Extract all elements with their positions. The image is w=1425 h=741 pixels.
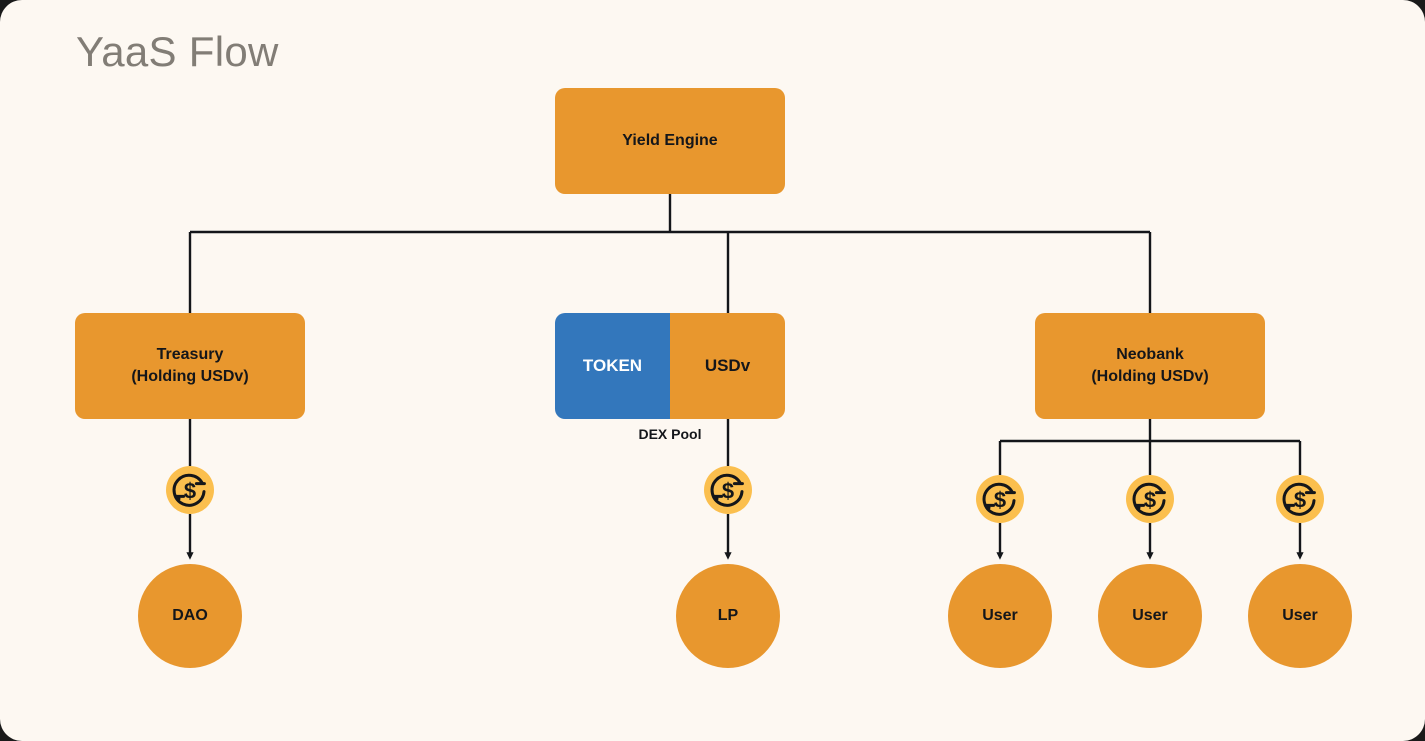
page-title: YaaS Flow xyxy=(76,28,279,75)
svg-text:$: $ xyxy=(1144,487,1156,512)
node-lp[interactable]: LP xyxy=(676,564,780,668)
node-user-1[interactable]: User xyxy=(948,564,1052,668)
node-neobank-label: Neobank (Holding USDv) xyxy=(1091,346,1209,385)
node-treasury[interactable]: Treasury (Holding USDv) xyxy=(75,313,305,419)
node-yield-engine[interactable]: Yield Engine xyxy=(555,88,785,194)
node-treasury-label: Treasury (Holding USDv) xyxy=(131,346,249,385)
node-dao-label: DAO xyxy=(172,607,208,624)
node-yield-engine-label: Yield Engine xyxy=(622,132,718,150)
node-user-3[interactable]: User xyxy=(1248,564,1352,668)
svg-text:$: $ xyxy=(722,478,734,503)
node-user-3-label: User xyxy=(1282,607,1318,624)
node-user-1-label: User xyxy=(982,607,1018,624)
coin-dollar-icon: $ xyxy=(704,466,752,514)
coin-dollar-icon: $ xyxy=(976,475,1024,523)
dex-pool-token-label: TOKEN xyxy=(582,356,643,375)
svg-text:$: $ xyxy=(1294,487,1306,512)
coin-dollar-icon: $ xyxy=(166,466,214,514)
dex-pool-usdv-half[interactable]: USDv xyxy=(670,313,785,419)
node-neobank[interactable]: Neobank (Holding USDv) xyxy=(1035,313,1265,419)
dex-pool-usdv-label: USDv xyxy=(704,356,751,375)
svg-text:$: $ xyxy=(184,478,196,503)
dex-pool-token-half[interactable]: TOKEN xyxy=(555,313,670,419)
node-dex-pool[interactable]: TOKEN USDv xyxy=(555,313,785,419)
node-dao[interactable]: DAO xyxy=(138,564,242,668)
dex-pool-caption: DEX Pool xyxy=(638,426,702,442)
svg-text:$: $ xyxy=(994,487,1006,512)
coin-dollar-icon: $ xyxy=(1126,475,1174,523)
node-lp-label: LP xyxy=(717,607,739,624)
node-user-2[interactable]: User xyxy=(1098,564,1202,668)
node-user-2-label: User xyxy=(1132,607,1168,624)
coin-dollar-icon: $ xyxy=(1276,475,1324,523)
